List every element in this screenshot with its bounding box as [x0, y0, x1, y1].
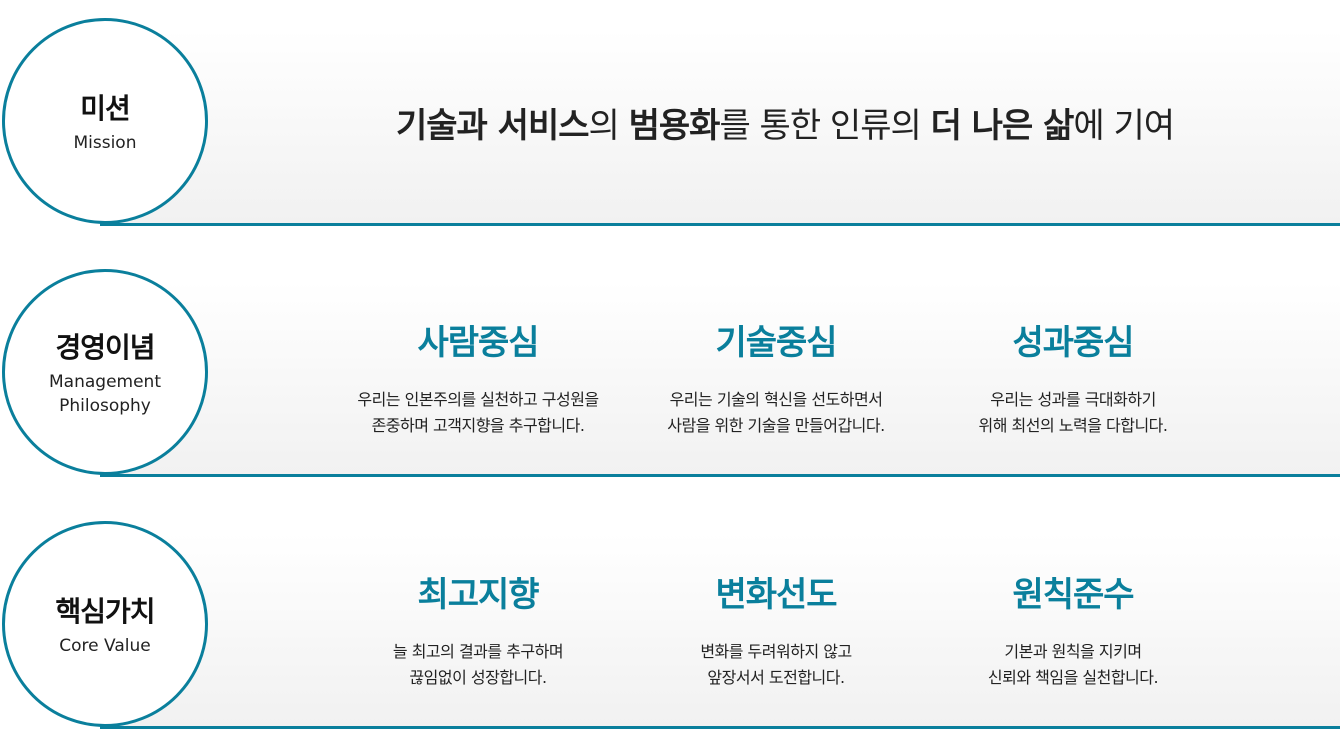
desc-line: 존중하며 고객지향을 추구합니다. — [371, 416, 585, 435]
statement-part: 기술과 서비스 — [395, 106, 590, 146]
desc-line: 기본과 원칙을 지키며 — [1004, 642, 1142, 661]
item-title: 성과중심 — [1012, 323, 1134, 363]
mission-row: 미션 Mission 기술과 서비스의 범용화를 통한 인류의 더 나은 삶에 … — [0, 0, 1340, 230]
statement-part: 범용화 — [628, 106, 721, 146]
desc-line: 우리는 성과를 극대화하기 — [990, 390, 1156, 409]
mission-band — [100, 30, 1340, 226]
circle-title: 미션 — [80, 92, 131, 125]
statement-part: 의 — [588, 106, 629, 146]
desc-line: 변화를 두려워하지 않고 — [700, 642, 852, 661]
circle-subtitle: Management Philosophy — [49, 372, 161, 416]
core-value-circle: 핵심가치 Core Value — [2, 521, 208, 727]
mission-statement: 기술과 서비스의 범용화를 통한 인류의 더 나은 삶에 기여 — [230, 98, 1340, 147]
philosophy-band — [100, 281, 1340, 477]
desc-line: 끊임없이 성장합니다. — [409, 668, 547, 687]
item-title: 사람중심 — [417, 323, 539, 363]
desc-line: 우리는 인본주의를 실천하고 구성원을 — [357, 390, 599, 409]
circle-subtitle: Core Value — [59, 636, 151, 656]
desc-line: 앞장서서 도전합니다. — [707, 668, 845, 687]
item-title: 최고지향 — [417, 575, 539, 615]
desc-line: 늘 최고의 결과를 추구하며 — [392, 642, 564, 661]
desc-line: 신뢰와 책임을 실천합니다. — [987, 668, 1159, 687]
item-title: 기술중심 — [715, 323, 837, 363]
statement-part: 더 나은 삶 — [930, 106, 1075, 146]
desc-line: 우리는 기술의 혁신을 선도하면서 — [669, 390, 883, 409]
circle-title: 핵심가치 — [55, 595, 155, 628]
desc-line: 위해 최선의 노력을 다합니다. — [978, 416, 1168, 435]
statement-part: 에 기여 — [1073, 106, 1175, 146]
statement-part: 를 통한 인류의 — [719, 106, 931, 146]
circle-subtitle: Mission — [73, 133, 137, 153]
item-title: 원칙준수 — [1012, 575, 1134, 615]
desc-line: 사람을 위한 기술을 만들어갑니다. — [667, 416, 885, 435]
mission-circle: 미션 Mission — [2, 18, 208, 224]
philosophy-circle: 경영이념 Management Philosophy — [2, 269, 208, 475]
item-title: 변화선도 — [715, 575, 837, 615]
core-value-band — [100, 533, 1340, 729]
circle-title: 경영이념 — [55, 331, 155, 364]
